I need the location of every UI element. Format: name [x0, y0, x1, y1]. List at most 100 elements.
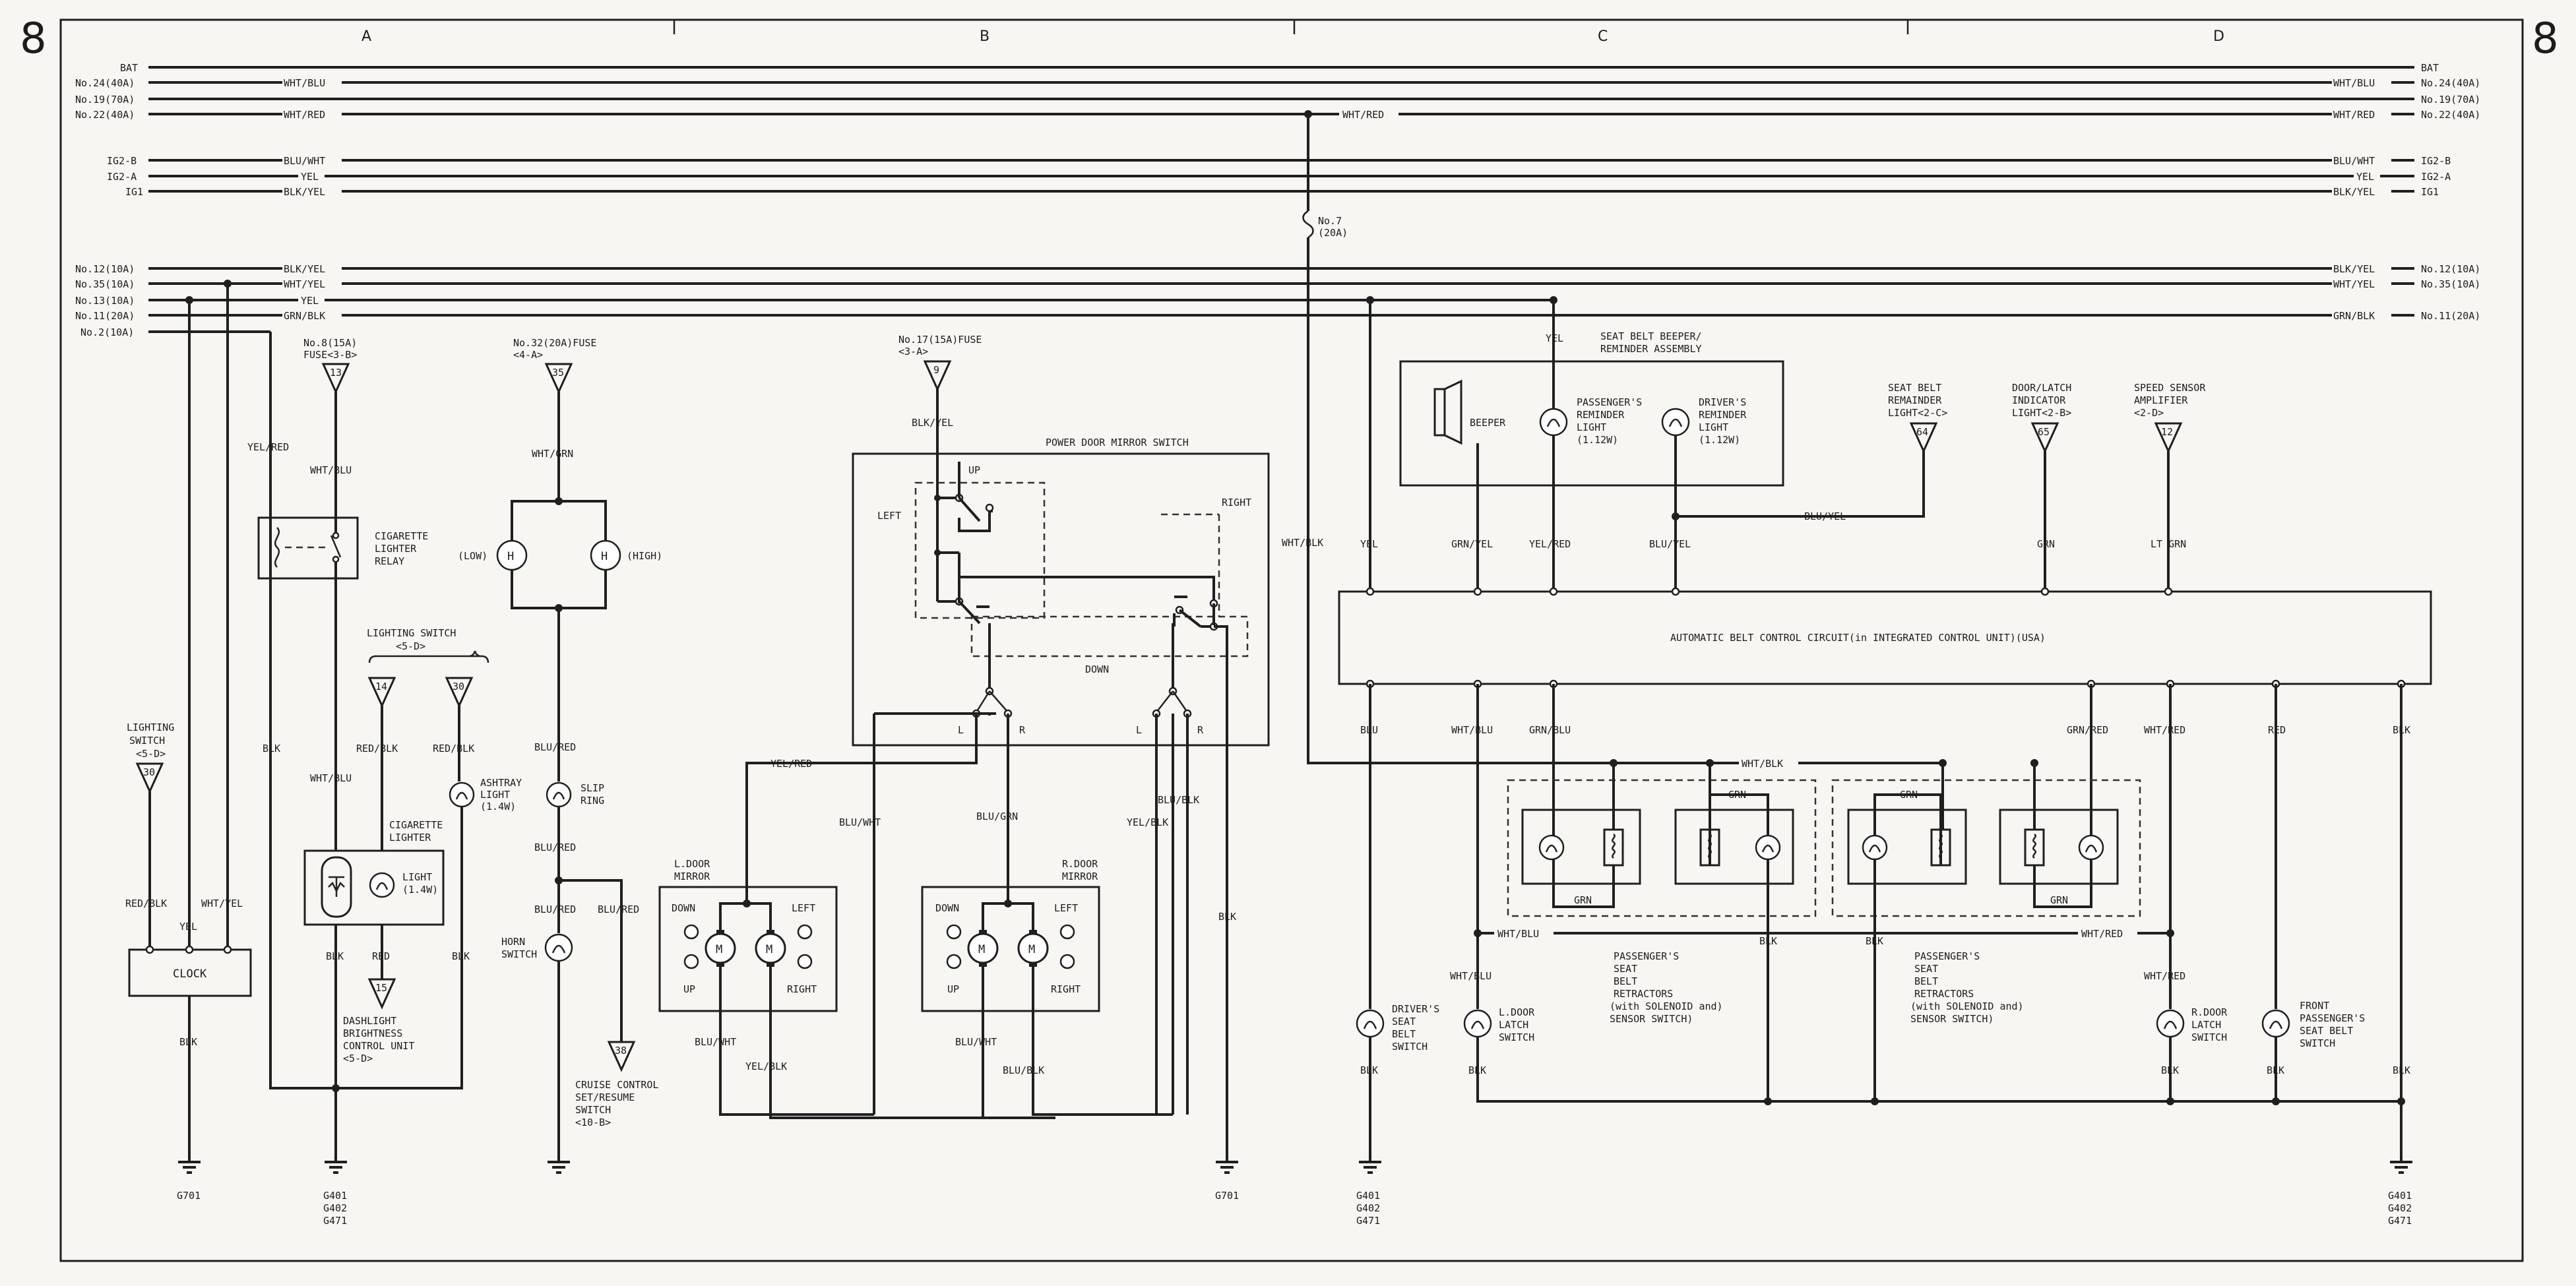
lighting-switch-a-num: 30 — [143, 766, 155, 778]
horn-high-label: (HIGH) — [627, 550, 662, 562]
sb-remainder-l3: LIGHT<2-C> — [1888, 407, 1947, 419]
dashlight-l2: BRIGHTNESS — [343, 1027, 402, 1039]
lighting-switch-b-num1: 14 — [375, 681, 387, 692]
fuse-no8-sub: FUSE<3-B> — [303, 349, 357, 361]
ashtray-l2: LIGHT — [480, 789, 510, 801]
rail-wire-no22-left: WHT/RED — [284, 109, 325, 121]
cig-relay-l1: CIGARETTE — [375, 530, 428, 542]
dashlight-l3: CONTROL UNIT — [343, 1040, 414, 1052]
retractor-1-l6: SENSOR SWITCH) — [1610, 1013, 1693, 1025]
slip-ring-l2: RING — [581, 795, 604, 807]
wire-blu-wht-lm: BLU/WHT — [695, 1036, 736, 1048]
light-l1: LIGHT — [402, 871, 432, 883]
drv-reminder-l2: REMINDER — [1699, 409, 1747, 421]
wire-wht-blk-c: WHT/BLK — [1282, 537, 1323, 549]
pass-reminder-bulb — [1539, 408, 1568, 437]
drv-reminder-l4: (1.12W) — [1699, 434, 1740, 446]
sb-remainder-num: 64 — [1916, 426, 1928, 438]
ground-symbol-horn — [548, 1161, 570, 1174]
wire-wht-blu-c2: WHT/BLU — [1497, 928, 1539, 940]
wire-blu-wht-b: BLU/WHT — [839, 816, 881, 828]
wire-blk-lld: BLK — [1468, 1064, 1486, 1076]
rail-ig2a-left: IG2-A — [107, 171, 137, 183]
fuse-no8-connector — [321, 363, 350, 394]
pass-reminder-l3: LIGHT — [1577, 421, 1606, 433]
rail-no22-right: No.22(40A) — [2421, 109, 2480, 121]
rail-no24-left: No.24(40A) — [75, 77, 135, 89]
column-a: A — [361, 28, 371, 45]
rail-wire-no12-right: BLK/YEL — [2333, 263, 2375, 275]
front-pass-belt-switch — [2261, 1009, 2290, 1038]
retractor-1-l1: PASSENGER'S — [1614, 950, 1679, 962]
horn-low-label: (LOW) — [458, 550, 487, 562]
retractor-2-l2: SEAT — [1914, 963, 1938, 975]
column-c: C — [1598, 28, 1608, 45]
wire-red-cig: RED — [372, 950, 390, 962]
mirror-up-label: UP — [968, 464, 980, 476]
rail-no19-right: No.19(70A) — [2421, 94, 2480, 106]
wire-wht-yel-a: WHT/YEL — [201, 898, 243, 909]
lighting-switch-b-l1: LIGHTING SWITCH — [367, 627, 456, 639]
rail-wire-ig2b-right: BLU/WHT — [2333, 155, 2375, 167]
lighting-switch-b-connector1 — [367, 677, 396, 708]
wire-blk-retr-2: BLK — [1866, 935, 1883, 947]
lighting-switch-a-connector — [135, 762, 164, 794]
cruise-l2: SET/RESUME — [575, 1091, 635, 1103]
wire-grn-red-d: GRN/RED — [2067, 724, 2108, 736]
rail-ig2b-left: IG2-B — [107, 155, 137, 167]
fuse-no8-label: No.8(15A) — [303, 337, 357, 349]
cig-lighter-l1: CIGARETTE — [389, 819, 443, 831]
page-number-left: 8 — [20, 15, 47, 63]
l-mirror-motor-2-m: M — [766, 943, 772, 956]
r-mirror-motor-2-m: M — [1028, 943, 1035, 956]
r-door-latch-l2: LATCH — [2191, 1019, 2221, 1031]
fuse-no32-connector — [544, 363, 573, 394]
fuse-no17-label: No.17(15A)FUSE — [898, 334, 982, 346]
pass-reminder-l4: (1.12W) — [1577, 434, 1618, 446]
retr-r-switch — [1755, 834, 1781, 861]
wire-blk-cig: BLK — [326, 950, 344, 962]
wire-blu-red-3: BLU/RED — [534, 903, 576, 915]
cig-relay-box — [257, 516, 359, 580]
wire-grn-yel: GRN/YEL — [1451, 538, 1493, 550]
mirror-l-2: L — [1136, 724, 1142, 736]
speed-sensor-l2: AMPLIFIER — [2134, 394, 2188, 406]
speed-sensor-num: 12 — [2161, 426, 2173, 438]
l-mirror-motor-1-m: M — [716, 943, 722, 956]
retractor-1-l2: SEAT — [1614, 963, 1637, 975]
cig-relay-l3: RELAY — [375, 555, 404, 567]
mirror-r-1: R — [1019, 724, 1026, 736]
retractor-2-l5: (with SOLENOID and) — [1910, 1000, 2024, 1012]
l-mir-right: RIGHT — [787, 983, 817, 995]
retractor-1-l5: (with SOLENOID and) — [1610, 1000, 1723, 1012]
wire-grn-blu-c: GRN/BLU — [1529, 724, 1571, 736]
wire-blu-blk-b: BLU/BLK — [1158, 794, 1199, 806]
wire-blk-fpb: BLK — [2267, 1064, 2284, 1076]
lighting-switch-a-l2: SWITCH — [129, 735, 165, 747]
wire-wht-red-top: WHT/RED — [1342, 109, 1384, 121]
ashtray-light-bulb — [449, 781, 475, 808]
r-door-latch-l1: R.DOOR — [2191, 1006, 2228, 1018]
l-door-latch-l2: LATCH — [1499, 1019, 1528, 1031]
ground-g471-a: G471 — [323, 1215, 347, 1227]
wire-grn-r3: GRN — [1900, 789, 1918, 801]
rail-no11-right: No.11(20A) — [2421, 310, 2480, 322]
ground-symbol-multi-d — [2390, 1161, 2412, 1174]
wire-wht-red-d2: WHT/RED — [2081, 928, 2123, 940]
mirror-left-label: LEFT — [877, 510, 901, 522]
dashlight-l1: DASHLIGHT — [343, 1015, 396, 1027]
l-door-latch-l3: SWITCH — [1499, 1031, 1534, 1043]
wire-blu-wht-rm: BLU/WHT — [955, 1036, 997, 1048]
l-door-latch-switch — [1463, 1009, 1492, 1038]
cruise-num: 38 — [615, 1045, 627, 1056]
wire-yel-red-b: YEL/RED — [770, 758, 812, 770]
retractor-2-l3: BELT — [1914, 975, 1938, 987]
beeper-assy-l1: SEAT BELT BEEPER/ — [1600, 330, 1702, 342]
horn-switch — [544, 933, 573, 962]
rail-wire-no24-left: WHT/BLU — [284, 77, 325, 89]
rail-wire-no12-left: BLK/YEL — [284, 263, 325, 275]
rail-ig1-left: IG1 — [125, 186, 143, 198]
wire-red-blk-c: RED/BLK — [433, 743, 474, 754]
speed-sensor-connector — [2154, 422, 2183, 454]
